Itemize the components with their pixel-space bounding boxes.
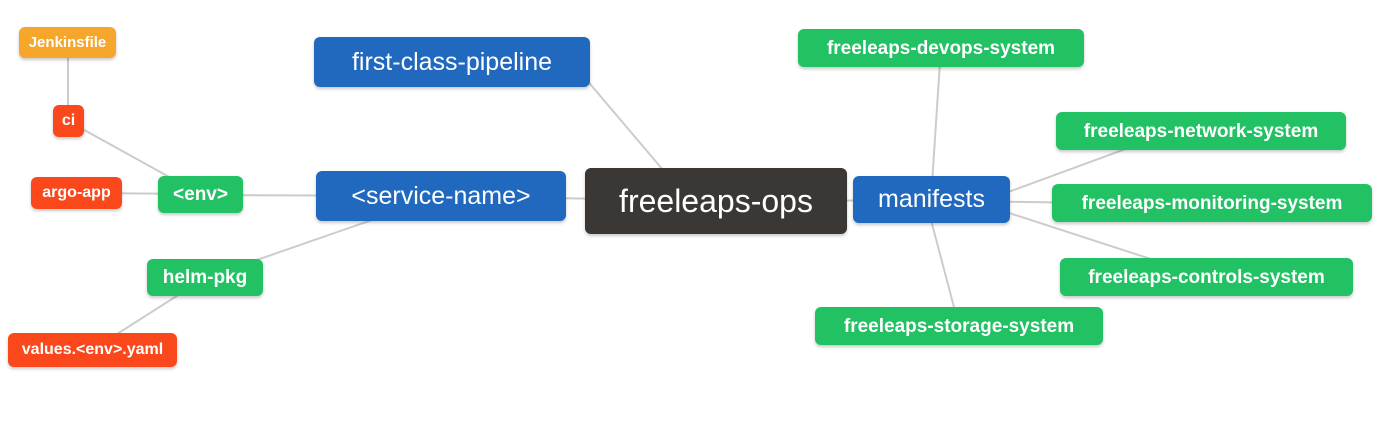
node-freeleaps-ops[interactable]: freeleaps-ops [585, 168, 847, 234]
edge-manifests--freeleaps-devops-system [930, 46, 942, 200]
node-freeleaps-network-system[interactable]: freeleaps-network-system [1056, 112, 1346, 150]
node-argo-app[interactable]: argo-app [31, 177, 122, 209]
node-label: freeleaps-devops-system [826, 37, 1056, 59]
node-jenkinsfile[interactable]: Jenkinsfile [19, 27, 116, 58]
node-label: argo-app [42, 184, 111, 201]
node-label: freeleaps-ops [619, 183, 813, 219]
node-label: first-class-pipeline [351, 47, 553, 76]
node-helm-pkg[interactable]: helm-pkg [147, 259, 263, 296]
node-values-env-yaml[interactable]: values.<env>.yaml [8, 333, 177, 367]
node-label: freeleaps-monitoring-system [1081, 192, 1343, 214]
node-freeleaps-monitoring-system[interactable]: freeleaps-monitoring-system [1052, 184, 1372, 222]
node-label: freeleaps-network-system [1083, 120, 1319, 142]
node-label: <env> [173, 184, 228, 205]
node-label: values.<env>.yaml [21, 341, 164, 358]
node-freeleaps-devops-system[interactable]: freeleaps-devops-system [798, 29, 1084, 67]
node-label: freeleaps-storage-system [843, 315, 1075, 337]
node-first-class-pipeline[interactable]: first-class-pipeline [314, 37, 590, 87]
node-label: Jenkinsfile [28, 34, 107, 51]
node-label: freeleaps-controls-system [1088, 266, 1325, 288]
node-freeleaps-controls-system[interactable]: freeleaps-controls-system [1060, 258, 1353, 296]
node-label: ci [61, 112, 76, 129]
node-freeleaps-storage-system[interactable]: freeleaps-storage-system [815, 307, 1103, 345]
node-label: manifests [878, 185, 985, 213]
node-label: <service-name> [351, 181, 531, 210]
node-ci[interactable]: ci [53, 105, 84, 137]
node-manifests[interactable]: manifests [853, 176, 1010, 223]
node-env[interactable]: <env> [158, 176, 243, 213]
node-label: helm-pkg [162, 267, 248, 288]
node-service-name[interactable]: <service-name> [316, 171, 566, 221]
